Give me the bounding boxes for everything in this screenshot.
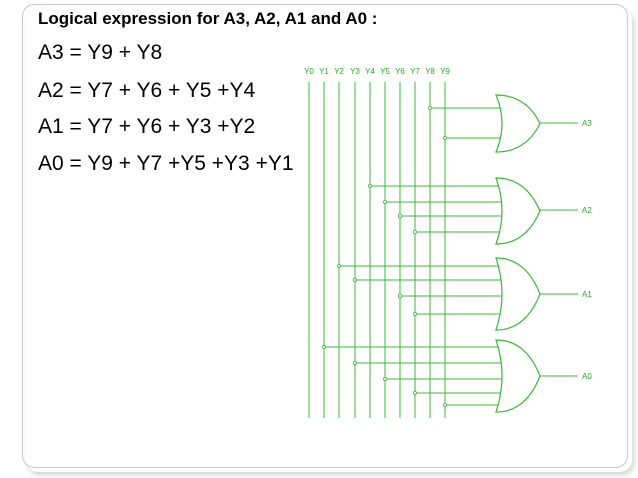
output-label-a0: A0 bbox=[582, 372, 592, 381]
equation-a3: A3 = Y9 + Y8 bbox=[38, 41, 163, 64]
input-label-y9: Y9 bbox=[440, 67, 450, 76]
junction-dot bbox=[412, 390, 417, 395]
junction-dot bbox=[382, 199, 387, 204]
output-label-a1: A1 bbox=[582, 290, 592, 299]
junction-dot bbox=[412, 229, 417, 234]
equation-a1: A1 = Y7 + Y6 + Y3 +Y2 bbox=[38, 115, 256, 138]
input-label-y7: Y7 bbox=[410, 67, 420, 76]
junction-dot bbox=[352, 360, 357, 365]
input-label-y5: Y5 bbox=[380, 67, 390, 76]
input-label-y2: Y2 bbox=[334, 67, 344, 76]
input-label-y1: Y1 bbox=[319, 67, 329, 76]
junction-dot bbox=[336, 263, 341, 268]
or-gates bbox=[495, 94, 541, 413]
junction-dot bbox=[442, 402, 447, 407]
input-label-y3: Y3 bbox=[350, 67, 360, 76]
junction-dot bbox=[412, 311, 417, 316]
output-label-a2: A2 bbox=[582, 206, 592, 215]
junction-dot bbox=[367, 183, 372, 188]
equation-a0: A0 = Y9 + Y7 +Y5 +Y3 +Y1 bbox=[38, 152, 294, 175]
junction-dot bbox=[397, 293, 402, 298]
junction-dot bbox=[427, 106, 432, 111]
equation-a2: A2 = Y7 + Y6 + Y5 +Y4 bbox=[38, 79, 256, 102]
input-label-y4: Y4 bbox=[365, 67, 375, 76]
diagram-background bbox=[296, 62, 618, 422]
or-gate-a0 bbox=[495, 339, 541, 413]
junction-dot bbox=[382, 376, 387, 381]
or-gate-a3 bbox=[495, 94, 541, 153]
output-label-a3: A3 bbox=[582, 119, 592, 128]
circuit-wires bbox=[308, 82, 578, 418]
junction-dot bbox=[442, 135, 447, 140]
junction-dot bbox=[397, 213, 402, 218]
slide-frame bbox=[22, 4, 628, 468]
or-gate-a2 bbox=[495, 177, 541, 245]
junction-dot bbox=[321, 344, 326, 349]
or-gate-a1 bbox=[495, 257, 541, 331]
input-label-y0: Y0 bbox=[304, 67, 314, 76]
input-label-y8: Y8 bbox=[425, 67, 435, 76]
junction-dot bbox=[352, 277, 357, 282]
slide-heading: Logical expression for A3, A2, A1 and A0… bbox=[38, 9, 378, 28]
input-label-y6: Y6 bbox=[395, 67, 405, 76]
